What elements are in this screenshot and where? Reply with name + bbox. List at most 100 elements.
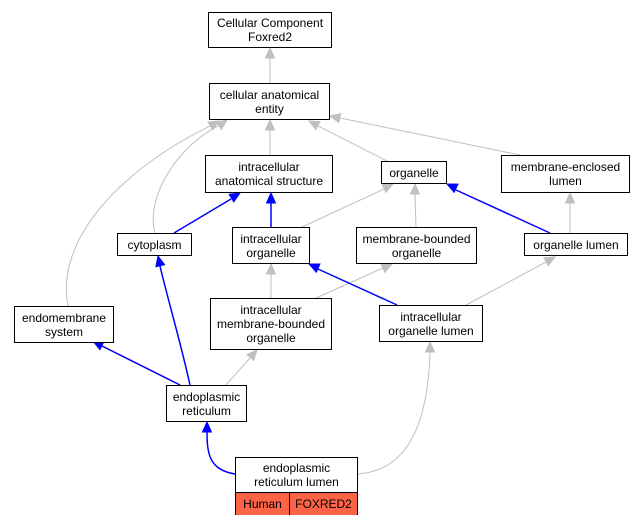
edge-arrowhead [155,254,166,268]
edge-cyto-to-cae [152,119,228,234]
edge-line [317,125,388,162]
edge-io-to-ias [265,191,277,227]
edge-line [173,198,232,234]
node-line: intracellular [240,231,302,246]
node-line: organelle lumen [388,323,474,338]
edge-arrowhead [246,349,258,362]
edge-line [101,345,181,386]
edge-line [339,117,521,156]
node-line: lumen [549,174,582,188]
edge-line [152,125,219,234]
edge-arrowhead [201,420,213,433]
edge-arrowhead [264,46,276,59]
node-organelle[interactable]: organelle [381,161,447,184]
species-cell: Human [243,497,282,511]
node-line: intracellular [400,309,462,324]
edge-iol-to-io [307,263,398,306]
node-line: organelle [246,331,296,345]
edge-mbo-to-org [409,182,421,228]
node-line: anatomical structure [214,174,324,188]
node-intracellular-membrane-bounded-organelle[interactable]: intracellular membrane-bounded organelle [210,298,332,350]
edge-arrowhead [265,191,277,204]
edge-io-to-org [301,183,395,228]
gene-cell: FOXRED2 [289,493,357,515]
node-cytoplasm[interactable]: cytoplasm [117,233,192,256]
edge-mel-to-cae [328,113,521,156]
edge-arrowhead [307,263,321,274]
edge-er-to-imbo [225,349,258,386]
node-organelle-lumen[interactable]: organelle lumen [524,233,628,256]
node-line: Cellular Component [216,16,324,30]
node-line: endoplasmic [262,461,331,475]
edge-line [357,351,431,475]
node-cellular-component-foxred2[interactable]: Cellular Component Foxred2 [208,12,332,48]
edge-line [455,189,551,234]
edge-line [465,261,547,306]
node-line: reticulum [182,403,231,418]
edge-arrowhead [264,118,276,131]
node-line: cellular anatomical [219,87,320,102]
edge-line [317,268,398,306]
edge-erl-to-iol [357,340,436,475]
node-line: reticulum lumen [254,475,339,489]
edge-es-to-cae [66,120,221,307]
node-line: intracellular [238,160,300,174]
node-endoplasmic-reticulum-lumen[interactable]: endoplasmic reticulum lumen Human FOXRED… [235,457,358,515]
edge-line [414,193,417,228]
edge-arrowhead [445,183,459,194]
node-membrane-bounded-organelle[interactable]: membrane-bounded organelle [356,227,477,264]
edge-line [159,265,191,386]
node-line: membrane-enclosed [510,160,621,174]
node-line: Foxred2 [247,30,293,44]
node-cellular-anatomical-entity[interactable]: cellular anatomical entity [209,83,330,120]
edge-line [225,357,251,386]
node-line: organelle [246,245,296,260]
node-line: membrane-bounded [362,231,471,246]
edge-arrowhead [328,113,342,124]
node-line: system [44,324,83,339]
node-line: intracellular [240,303,302,317]
edge-cyto-to-ias [173,192,242,234]
edge-imbo-to-io [265,262,277,298]
edge-erl-to-er [201,420,236,475]
edge-imbo-to-mbo [315,263,394,299]
edge-arrowhead [409,182,421,195]
edge-arrowhead [380,263,394,274]
edge-arrowhead [207,120,221,131]
annotation-row: Human FOXRED2 [236,492,357,515]
node-endomembrane-system[interactable]: endomembrane system [14,306,114,343]
edge-arrowhead [215,119,228,131]
node-line: endomembrane [21,310,107,325]
edge-org-to-cae [307,120,388,162]
edge-ias-to-cae [264,118,276,155]
edge-er-to-cyto [155,254,191,386]
edge-cae-to-root [264,46,276,83]
node-line: organelle lumen [533,237,619,252]
node-line: entity [255,101,284,116]
node-intracellular-organelle[interactable]: intracellular organelle [232,227,310,264]
edge-arrowhead [381,183,395,194]
leaf-title: endoplasmic reticulum lumen [236,458,357,492]
node-intracellular-anatomical-structure[interactable]: intracellular anatomical structure [205,155,333,193]
edge-ol-to-mel [564,191,576,233]
edge-arrowhead [424,340,436,353]
edge-arrowhead [543,256,557,267]
edge-arrowhead [228,192,242,203]
node-line: endoplasmic [172,389,241,404]
node-line: organelle [389,165,439,180]
edge-arrowhead [307,120,321,131]
edge-line [301,188,385,228]
node-line: cytoplasm [127,237,182,252]
node-endoplasmic-reticulum[interactable]: endoplasmic reticulum [166,385,247,422]
edge-arrowhead [564,191,576,204]
edge-arrowhead [265,262,277,275]
node-line: organelle [391,245,442,260]
edge-er-to-es [91,340,181,386]
edge-line [66,125,211,307]
node-membrane-enclosed-lumen[interactable]: membrane-enclosed lumen [501,155,630,193]
node-intracellular-organelle-lumen[interactable]: intracellular organelle lumen [379,305,483,342]
edge-line [206,431,236,475]
edge-iol-to-ol [465,256,557,306]
